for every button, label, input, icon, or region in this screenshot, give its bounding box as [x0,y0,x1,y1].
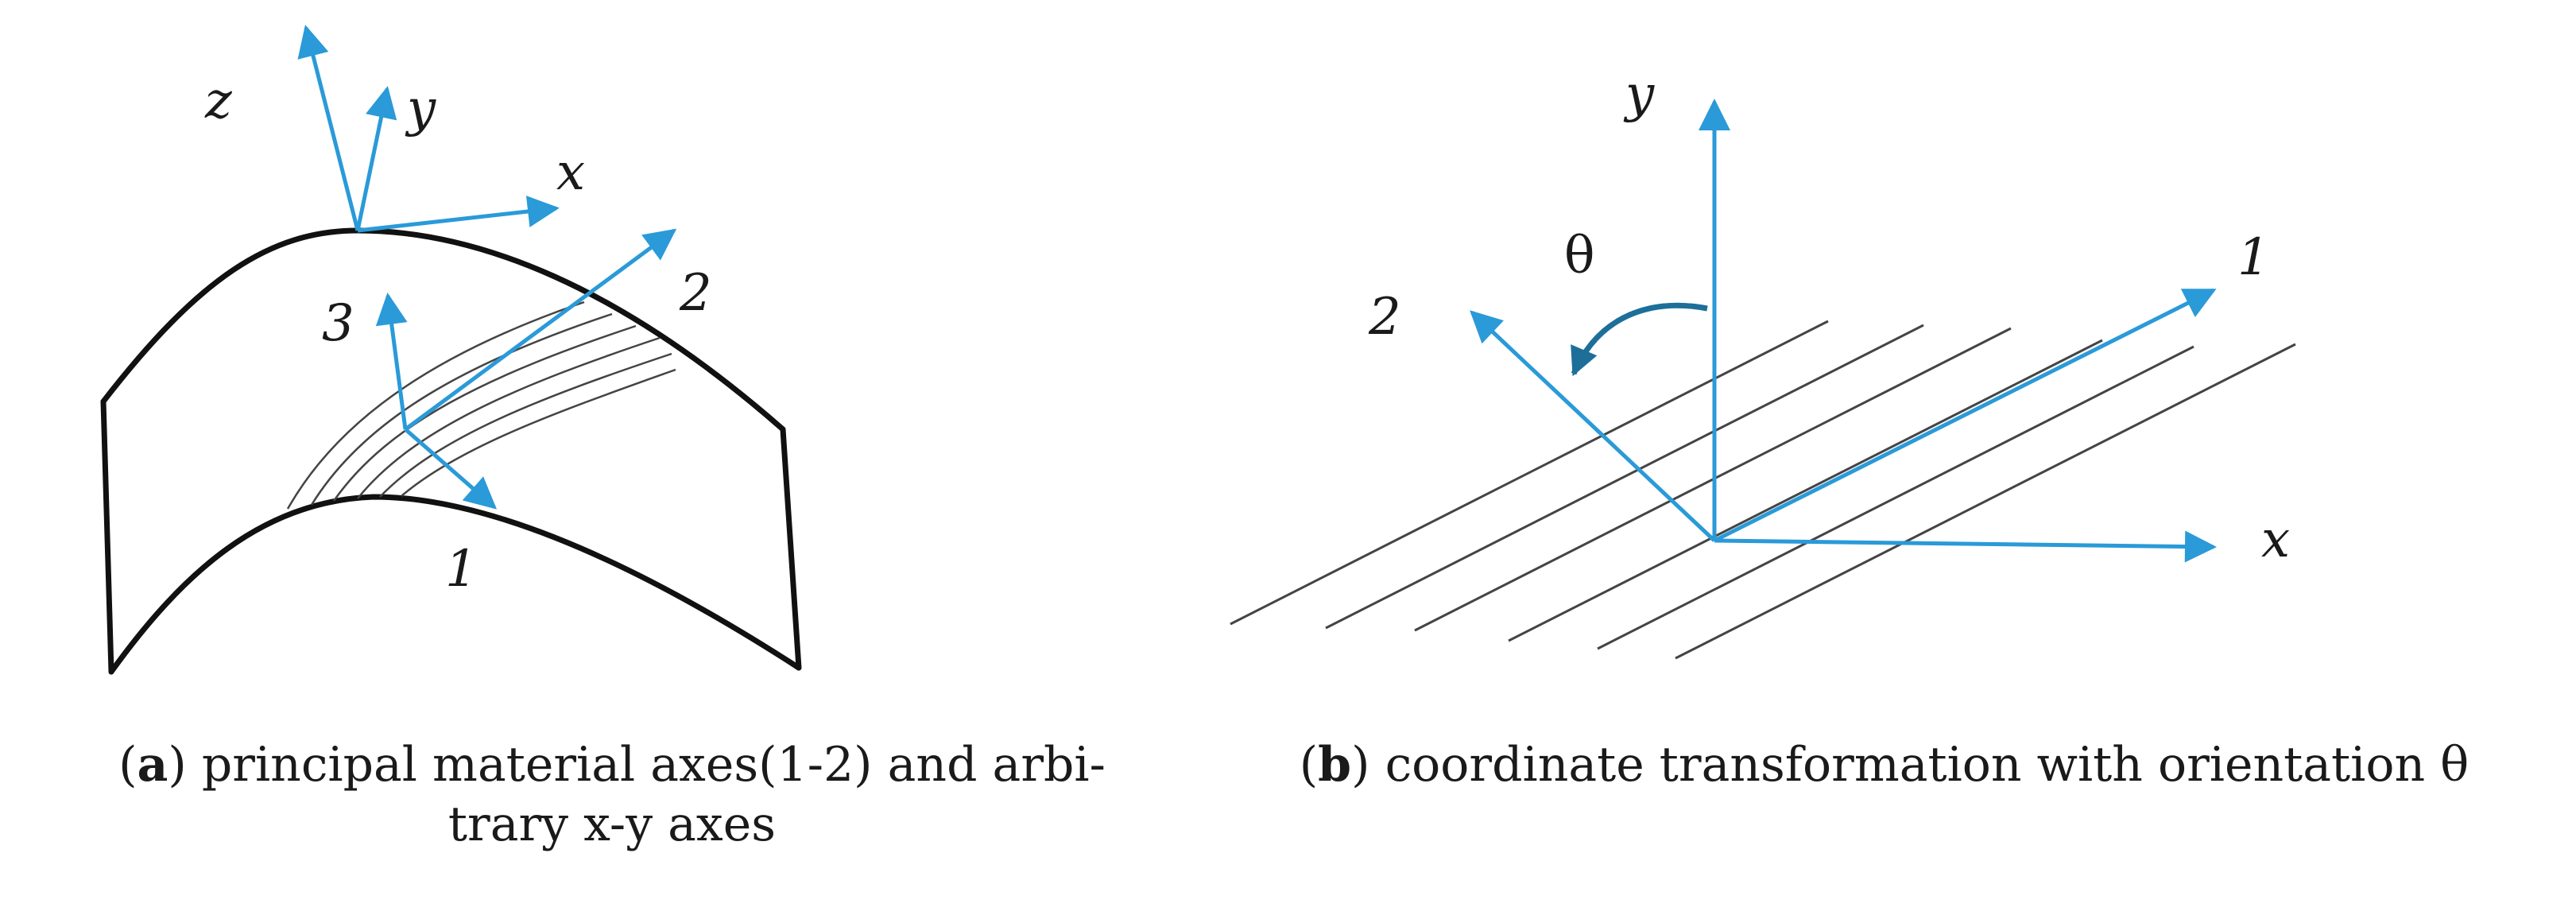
caption-a-close-paren: ) [168,737,187,793]
fiber-line [357,336,660,499]
label-x-b: x [2261,510,2290,569]
label-2-b: 2 [1368,288,1401,347]
x-axis-arrow [357,196,560,233]
caption-a-letter: a [137,737,169,793]
fiber-line [401,368,676,497]
fiber-line [286,301,585,510]
axes-b [1470,99,2217,563]
label-2: 2 [679,264,712,323]
y-axis-arrow [355,86,397,231]
label-z: z [204,72,233,130]
fiber-line [310,312,613,506]
label-theta: θ [1564,227,1595,285]
caption-b-line: (b) coordinate transformation with orien… [1192,735,2576,795]
x-axis-arrow-b [1714,530,2217,563]
panel-a: z y x 3 2 1 [100,25,802,675]
axis-1-arrow [404,428,498,510]
fiber-line [1230,320,1829,626]
z-axis-arrow [297,25,360,231]
theta-rotation-arrow [1571,302,1708,377]
caption-a-text-line2: trary x-y axes [447,797,777,852]
fiber-line [1508,339,2103,642]
label-1: 1 [445,540,478,599]
label-y-b: y [1623,65,1655,124]
axis-2-arrow [404,228,677,432]
label-x: x [556,143,585,202]
label-y: y [405,80,436,138]
global-axes [297,25,560,233]
fiber-lines-b [1230,320,2296,660]
material-axes [375,228,677,510]
label-1-b: 1 [2237,228,2270,287]
caption-b-letter: b [1318,737,1352,793]
fiber-line [1325,324,1924,630]
panel-b: y θ 2 1 x [1230,65,2296,660]
axis-1-arrow-b [1713,288,2217,543]
caption-a-line1: (a) principal material axes(1-2) and arb… [0,735,1224,795]
shell-right-edge [780,426,802,671]
axis-3-arrow [375,293,408,430]
caption-a-open-paren: ( [118,737,138,793]
shell-bottom-edge [108,494,802,675]
caption-b-open-paren: ( [1299,737,1319,793]
axis-2-arrow-b [1470,310,1716,542]
label-3: 3 [322,294,354,353]
fiber-lines [286,301,676,510]
caption-a: (a) principal material axes(1-2) and arb… [0,735,1224,855]
fiber-line [379,352,672,498]
shell-left-edge [100,398,114,675]
caption-b-text: coordinate transformation with orientati… [1369,737,2469,793]
caption-b-close-paren: ) [1351,737,1370,793]
fiber-line [332,324,637,502]
caption-b: (b) coordinate transformation with orien… [1192,735,2576,795]
fiber-line [1675,343,2296,660]
fiber-line [1597,345,2194,650]
caption-a-text-line1: principal material axes(1-2) and arbi- [186,737,1106,793]
